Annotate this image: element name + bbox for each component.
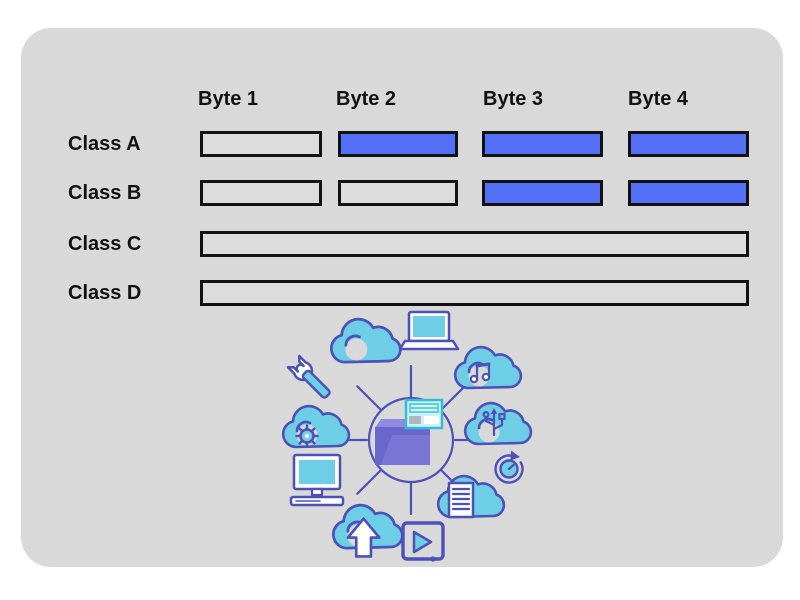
document-cloud-icon <box>436 474 506 519</box>
byte-4-header: Byte 4 <box>628 88 689 110</box>
upload-cloud-icon <box>331 503 404 558</box>
upload-arrow-icon <box>346 517 381 558</box>
refresh-clock-icon <box>494 450 524 484</box>
byte-cell <box>338 131 458 157</box>
row-label-class-b: Class B <box>68 182 142 204</box>
byte-cell <box>628 180 749 206</box>
byte-cell <box>200 180 322 206</box>
row-label-class-c: Class C <box>68 233 142 255</box>
byte-span-cell <box>200 280 749 306</box>
document-icon <box>404 398 444 430</box>
byte-cell <box>482 180 603 206</box>
gear-cloud-icon <box>281 404 351 449</box>
cloud-computing-illustration <box>281 310 533 562</box>
desktop-monitor-icon <box>289 453 345 507</box>
byte-cell <box>628 131 749 157</box>
byte-1-header: Byte 1 <box>198 88 259 110</box>
gear-icon <box>295 424 319 448</box>
play-window-icon <box>401 521 445 562</box>
byte-span-cell <box>200 231 749 257</box>
byte-2-header: Byte 2 <box>336 88 397 110</box>
byte-cell <box>338 180 458 206</box>
wrench-icon <box>286 354 331 399</box>
laptop-icon <box>398 310 460 351</box>
folder-hub-icon <box>333 364 489 516</box>
byte-3-header: Byte 3 <box>483 88 544 110</box>
music-note-icon <box>469 362 491 384</box>
paper-icon <box>447 481 475 519</box>
usb-cloud-icon <box>463 401 533 446</box>
row-label-class-d: Class D <box>68 282 142 304</box>
byte-cell <box>482 131 603 157</box>
music-cloud-icon <box>453 345 523 390</box>
byte-cell <box>200 131 322 157</box>
row-label-class-a: Class A <box>68 133 141 155</box>
usb-icon <box>482 408 506 437</box>
cloud-icon <box>329 317 402 364</box>
